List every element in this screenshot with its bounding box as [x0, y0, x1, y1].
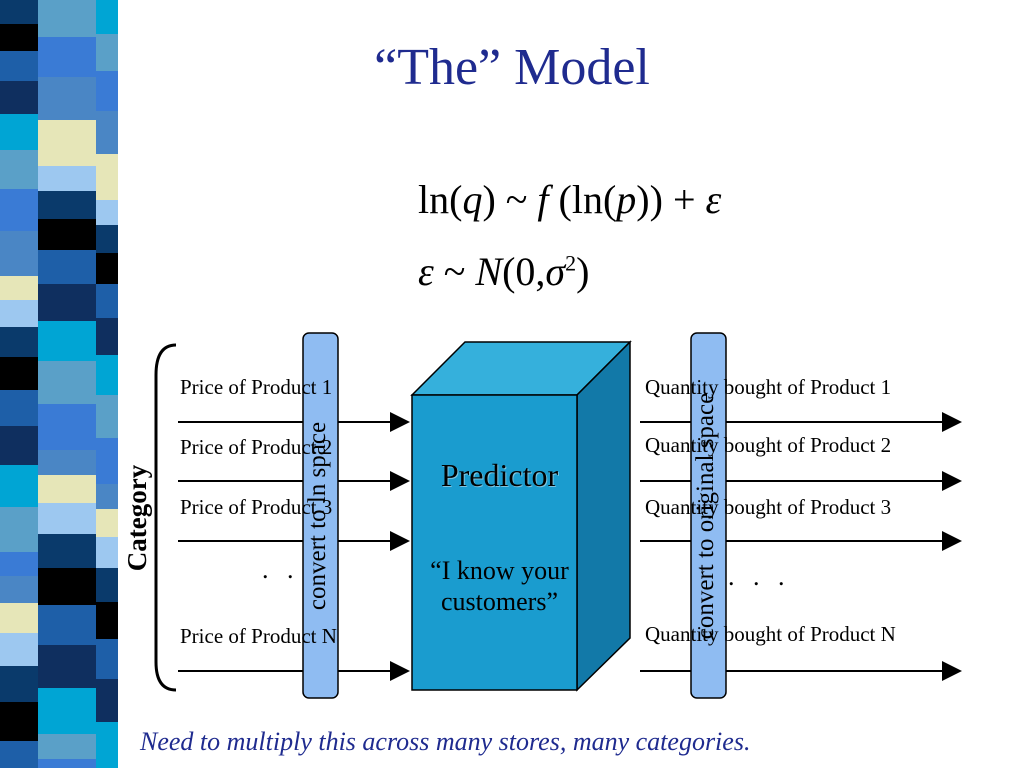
sidebar-stripe — [96, 537, 118, 568]
sidebar-stripe — [0, 603, 38, 633]
output-label: Quantity bought of Product 3 — [645, 495, 892, 519]
convert-in-pill — [302, 332, 339, 699]
output-label: Quantity bought of Product 1 — [645, 375, 892, 399]
sidebar-decoration — [0, 0, 130, 768]
sidebar-stripe — [38, 503, 96, 534]
predictor-box — [410, 340, 632, 692]
sidebar-stripe — [38, 191, 96, 219]
predictor-title: Predictor — [440, 457, 559, 493]
sidebar-stripe — [38, 688, 96, 734]
sidebar-stripe — [0, 300, 38, 327]
sidebar-stripe — [38, 759, 96, 768]
sidebar-stripe — [96, 679, 118, 722]
sidebar-stripe — [0, 552, 38, 576]
convert-in-label: convert to ln space — [304, 421, 331, 611]
input-ellipsis: . . — [262, 555, 300, 584]
sidebar-stripe — [38, 166, 96, 191]
sidebar-stripe — [38, 534, 96, 568]
sidebar-stripe — [0, 390, 38, 426]
sidebar-stripe — [38, 645, 96, 688]
predictor-subtitle: “I know your customers” — [430, 556, 569, 617]
sidebar-stripe — [38, 605, 96, 645]
input-label: Price of Product N — [180, 624, 337, 648]
sidebar-stripe — [96, 395, 118, 438]
footnote: Need to multiply this across many stores… — [140, 727, 751, 756]
input-label: Price of Product 3 — [180, 495, 333, 519]
sidebar-stripe — [38, 37, 96, 77]
predictor-box-front — [411, 394, 578, 691]
formula-line-1: ln(q) ~ f (ln(p)) + ε — [418, 177, 722, 222]
sidebar-stripe — [96, 639, 118, 679]
sidebar-stripe — [38, 0, 96, 37]
sidebar-stripe — [38, 77, 96, 120]
sidebar-stripe — [0, 633, 38, 666]
sidebar-stripe — [38, 250, 96, 284]
formula-line-2: ε ~ N(0,σ2) — [418, 249, 590, 294]
sidebar-stripe — [96, 355, 118, 395]
sidebar-stripe — [0, 327, 38, 357]
input-label: Price of Product 2 — [180, 435, 333, 459]
sidebar-stripe — [38, 450, 96, 475]
sidebar-stripe — [38, 361, 96, 404]
sidebar-stripe — [96, 484, 118, 509]
sidebar-stripe — [38, 734, 96, 759]
sidebar-stripe — [96, 318, 118, 355]
page-title: “The” Model — [374, 39, 650, 96]
sidebar-stripe — [38, 404, 96, 450]
output-label: Quantity bought of Product N — [645, 622, 896, 646]
sidebar-stripe — [0, 702, 38, 741]
sidebar-stripe — [96, 0, 118, 34]
output-label: Quantity bought of Product 2 — [645, 433, 892, 457]
output-ellipsis: . . . — [728, 562, 791, 591]
sidebar-stripe — [0, 276, 38, 300]
sidebar-stripe — [0, 231, 38, 276]
sidebar-stripe — [96, 509, 118, 537]
sidebar-stripe — [0, 426, 38, 465]
sidebar-stripe — [96, 722, 118, 768]
sidebar-stripe — [0, 51, 38, 81]
sidebar-stripe — [96, 284, 118, 318]
predictor-box-side — [576, 340, 631, 692]
sidebar-stripe — [0, 81, 38, 114]
sidebar-stripe — [38, 284, 96, 321]
sidebar-stripe — [0, 576, 38, 603]
sidebar-stripe — [38, 475, 96, 503]
sidebar-stripe — [0, 114, 38, 150]
input-label: Price of Product 1 — [180, 375, 333, 399]
sidebar-stripe — [0, 150, 38, 189]
sidebar-stripe — [38, 120, 96, 166]
sidebar-stripe — [0, 189, 38, 231]
sidebar-stripe — [96, 111, 118, 154]
sidebar-stripe — [0, 465, 38, 507]
sidebar-stripe — [38, 219, 96, 250]
sidebar-stripe — [96, 568, 118, 602]
sidebar-stripe — [38, 568, 96, 605]
sidebar-stripe — [0, 0, 38, 24]
sidebar-stripe — [0, 507, 38, 552]
sidebar-stripe — [0, 666, 38, 702]
sidebar-stripe — [0, 357, 38, 390]
category-bracket — [154, 343, 177, 692]
sidebar-stripe — [96, 225, 118, 253]
sidebar-stripe — [38, 321, 96, 361]
sidebar-stripe — [96, 71, 118, 111]
input-arrows — [178, 412, 410, 681]
sidebar-stripe — [0, 741, 38, 768]
sidebar-stripe — [96, 438, 118, 484]
sidebar-stripe — [96, 253, 118, 284]
sidebar-stripe — [96, 200, 118, 225]
convert-out-pill — [690, 332, 727, 699]
sidebar-stripe — [96, 154, 118, 200]
sidebar-stripe — [96, 34, 118, 71]
convert-out-label: convert to original space — [692, 392, 719, 640]
category-label: Category — [122, 464, 152, 572]
sidebar-stripe — [0, 24, 38, 51]
sidebar-stripe — [96, 602, 118, 639]
